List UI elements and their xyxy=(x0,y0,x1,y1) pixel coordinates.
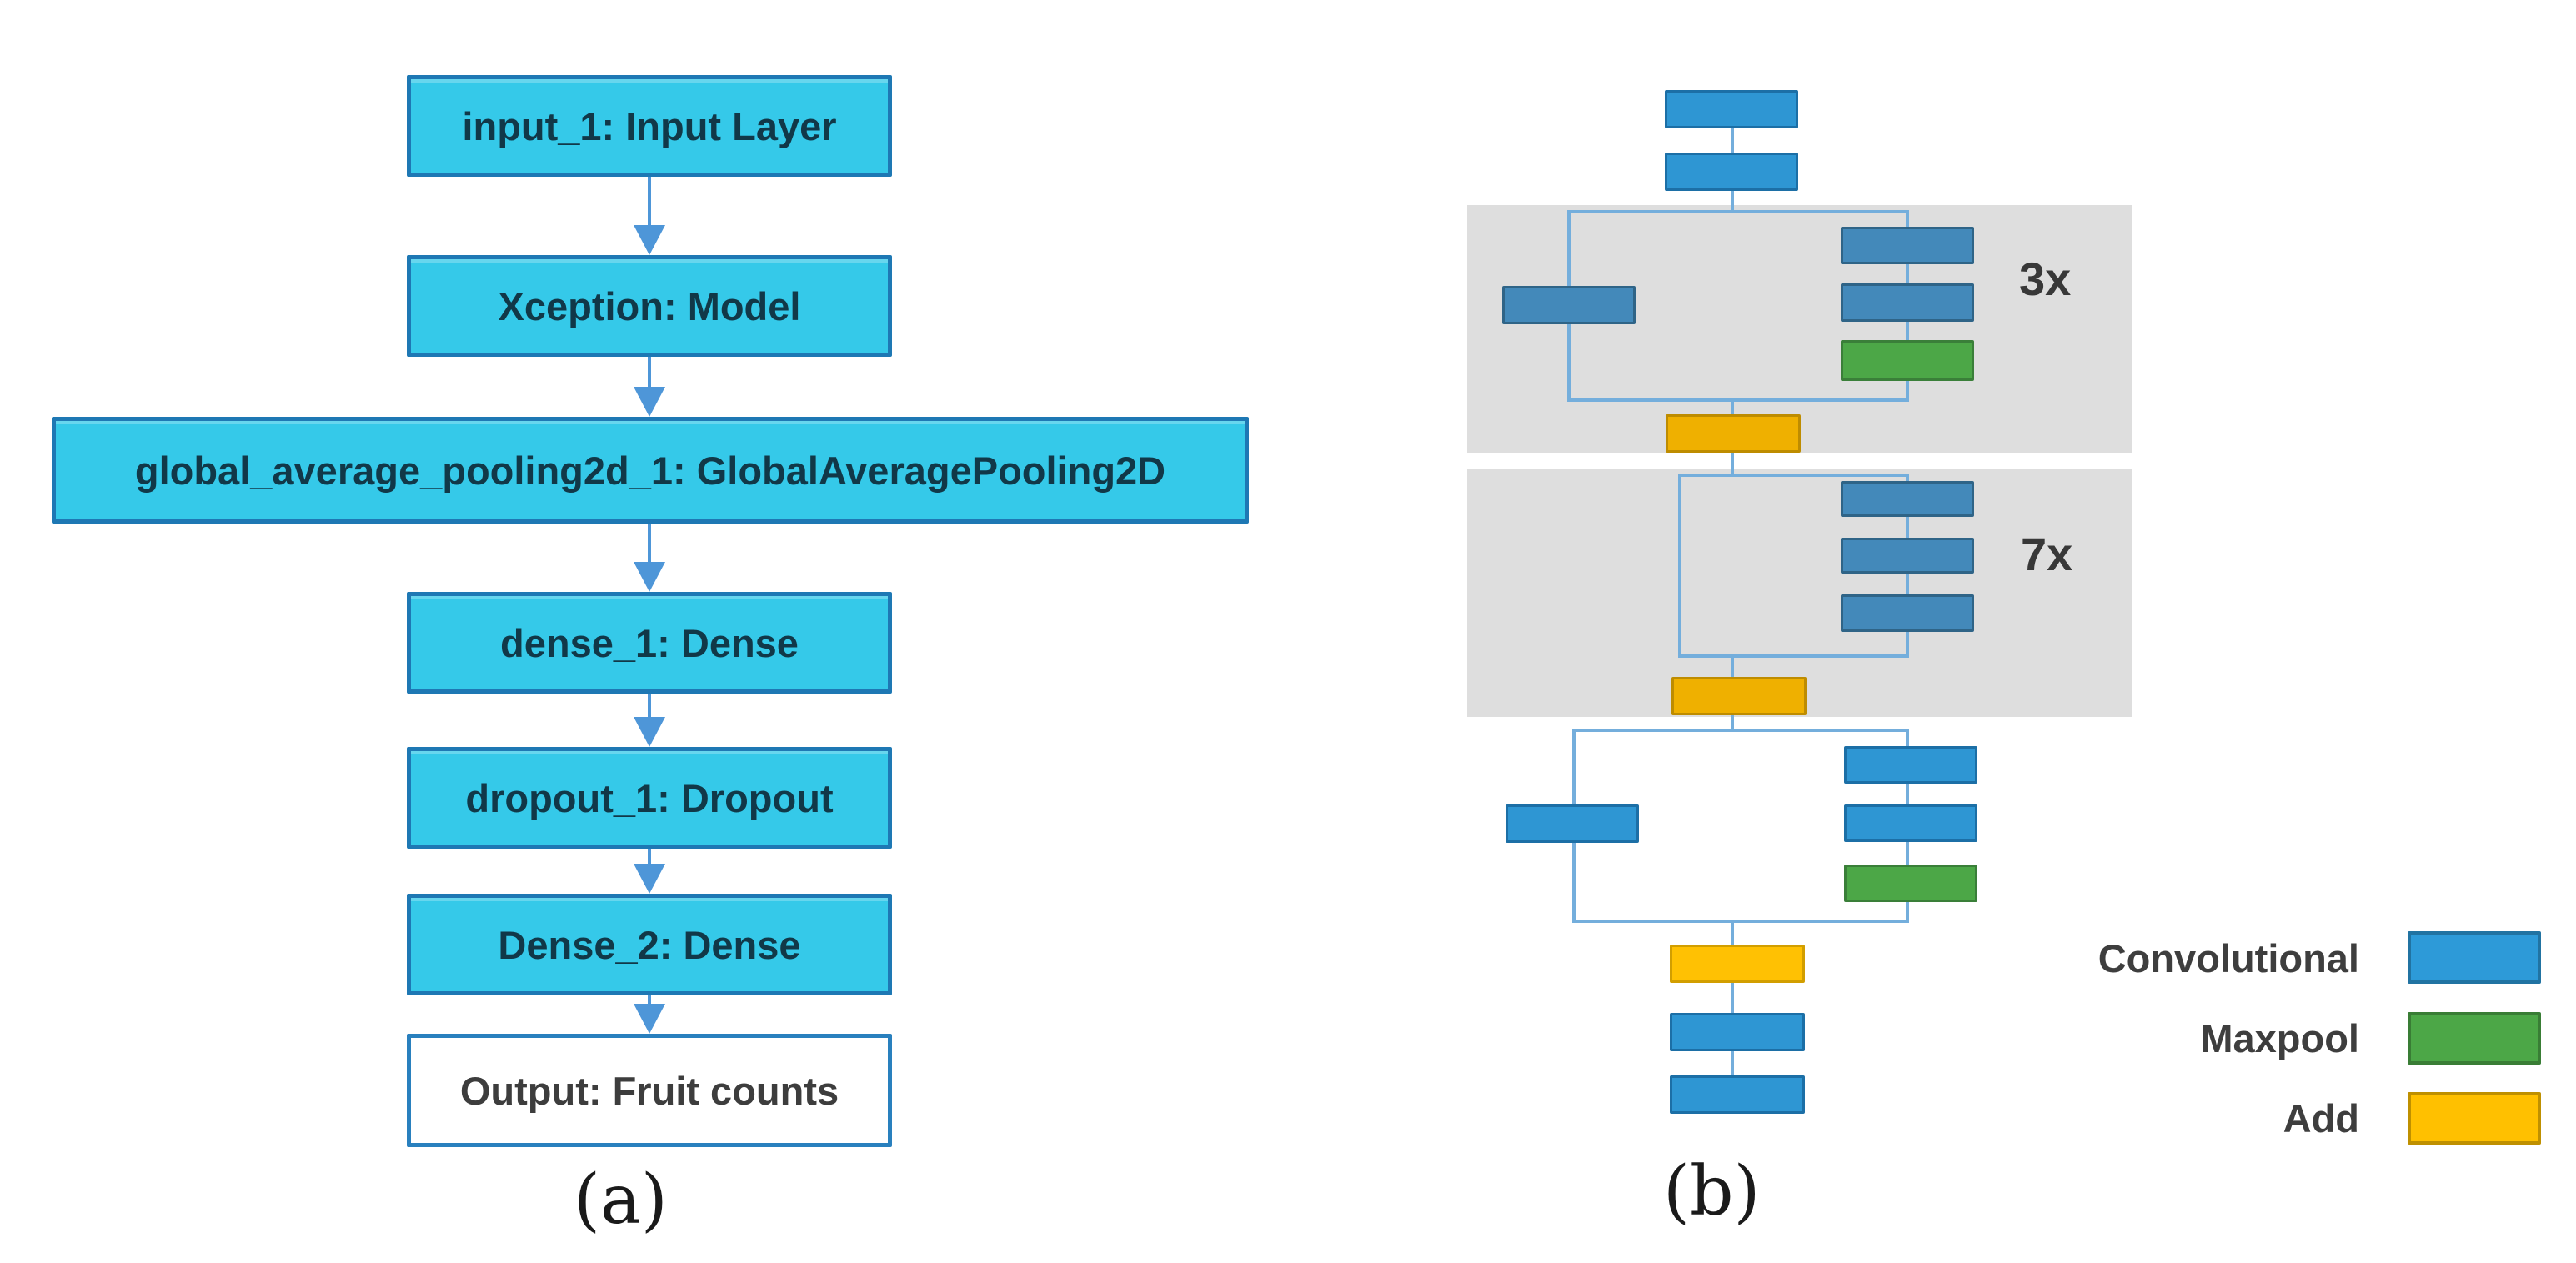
layer-box-xception: Xception: Model xyxy=(407,255,892,357)
layer-box-input: input_1: Input Layer xyxy=(407,75,892,177)
conv-box xyxy=(1665,90,1798,128)
legend-swatch-convolutional xyxy=(2408,931,2541,984)
legend-label-convolutional: Convolutional xyxy=(2097,936,2359,980)
layer-box-label: Xception: Model xyxy=(498,283,801,328)
connector-line xyxy=(1906,784,1909,804)
flow-arrow-icon xyxy=(634,357,665,417)
repeat-block-3x-background xyxy=(1467,205,2132,453)
maxpool-box xyxy=(1841,340,1974,381)
add-box xyxy=(1670,945,1805,983)
connector-line xyxy=(1731,715,1734,730)
panel-a-caption: (a) xyxy=(574,1160,668,1240)
connector-line xyxy=(1567,324,1571,400)
flow-arrow-icon xyxy=(634,995,665,1034)
layer-box-label: global_average_pooling2d_1: GlobalAverag… xyxy=(134,448,1166,493)
layer-box-label: Dense_2: Dense xyxy=(498,922,801,967)
conv-box xyxy=(1502,286,1636,324)
connector-line xyxy=(1678,474,1681,658)
connector-line xyxy=(1906,574,1909,594)
connector-line xyxy=(1906,264,1909,283)
connector-line xyxy=(1906,381,1909,402)
connector-line xyxy=(1731,189,1734,212)
connector-line xyxy=(1572,843,1576,921)
repeat-count-3x: 3x xyxy=(2019,253,2072,305)
connector-line xyxy=(1572,729,1909,732)
layer-box-global-average-pooling: global_average_pooling2d_1: GlobalAverag… xyxy=(52,417,1249,524)
connector-line xyxy=(1731,398,1734,414)
connector-line xyxy=(1678,654,1909,658)
layer-box-label: dense_1: Dense xyxy=(500,620,799,665)
connector-line xyxy=(1906,729,1909,746)
layer-box-dense-1: dense_1: Dense xyxy=(407,592,892,694)
flow-arrow-icon xyxy=(634,849,665,894)
layer-box-output: Output: Fruit counts xyxy=(407,1034,892,1147)
layer-box-dense-2: Dense_2: Dense xyxy=(407,894,892,995)
connector-line xyxy=(1906,902,1909,921)
connector-line xyxy=(1731,1051,1734,1075)
connector-line xyxy=(1906,632,1909,656)
connector-line xyxy=(1567,210,1909,213)
conv-box xyxy=(1841,481,1974,517)
connector-line xyxy=(1678,474,1909,477)
connector-line xyxy=(1906,474,1909,483)
layer-box-dropout: dropout_1: Dropout xyxy=(407,747,892,849)
connector-line xyxy=(1572,729,1576,804)
connector-line xyxy=(1906,210,1909,228)
conv-box xyxy=(1844,804,1977,842)
flow-arrow-icon xyxy=(634,524,665,592)
panel-b-caption: (b) xyxy=(1663,1152,1761,1231)
legend-swatch-maxpool xyxy=(2408,1012,2541,1065)
connector-line xyxy=(1731,453,1734,475)
connector-line xyxy=(1731,654,1734,677)
connector-line xyxy=(1906,517,1909,538)
legend-label-add: Add xyxy=(2283,1096,2359,1140)
conv-box xyxy=(1506,804,1639,843)
connector-line xyxy=(1731,920,1734,945)
connector-line xyxy=(1731,127,1734,153)
connector-line xyxy=(1906,322,1909,340)
repeat-count-7x: 7x xyxy=(2021,528,2073,580)
connector-line xyxy=(1572,920,1909,923)
conv-box xyxy=(1841,227,1974,264)
conv-box xyxy=(1844,746,1977,784)
conv-box xyxy=(1670,1013,1805,1051)
legend-swatch-add xyxy=(2408,1092,2541,1145)
add-box xyxy=(1671,677,1807,715)
flow-arrow-icon xyxy=(634,177,665,255)
layer-box-label: Output: Fruit counts xyxy=(459,1068,839,1113)
layer-box-label: dropout_1: Dropout xyxy=(465,775,834,820)
repeat-block-7x-background xyxy=(1467,469,2132,717)
connector-line xyxy=(1906,842,1909,865)
add-box xyxy=(1666,414,1801,453)
conv-box xyxy=(1841,594,1974,632)
conv-box xyxy=(1841,283,1974,322)
connector-line xyxy=(1731,983,1734,1013)
conv-box xyxy=(1841,538,1974,574)
flow-arrow-icon xyxy=(634,694,665,747)
conv-box xyxy=(1665,153,1798,191)
connector-line xyxy=(1567,398,1909,402)
connector-line xyxy=(1567,210,1571,286)
layer-box-label: input_1: Input Layer xyxy=(462,103,837,148)
maxpool-box xyxy=(1844,865,1977,902)
conv-box xyxy=(1670,1075,1805,1114)
legend-label-maxpool: Maxpool xyxy=(2200,1016,2359,1060)
